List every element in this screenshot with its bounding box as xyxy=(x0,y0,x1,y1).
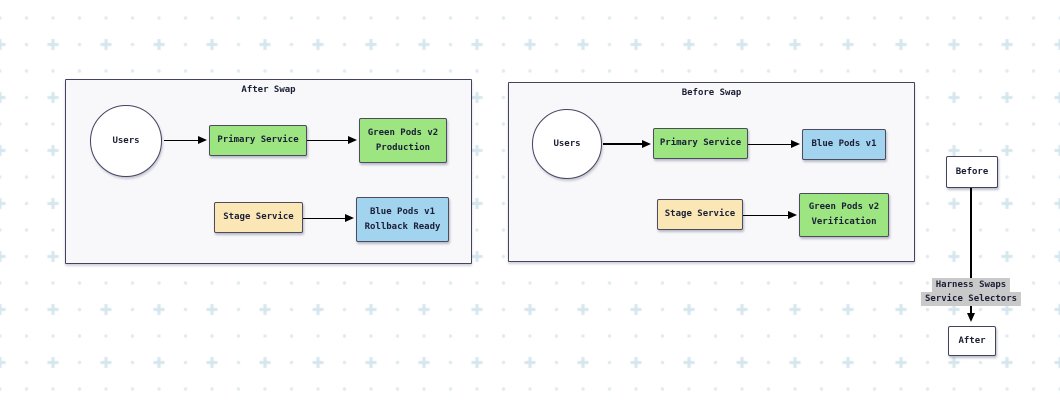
before-users-label: Users xyxy=(553,139,581,149)
edge-label-line2: Service Selectors xyxy=(920,292,1022,306)
after-swap-title: After Swap xyxy=(241,85,296,95)
after-users-label: Users xyxy=(112,136,140,146)
before-state-box: Before xyxy=(946,156,998,188)
before-stage-service-node: Stage Service xyxy=(657,199,743,230)
before-green-pods-node: Green Pods v2 Verification xyxy=(799,193,889,237)
before-swap-title: Before Swap xyxy=(681,88,742,98)
before-blue-pods-node: Blue Pods v1 xyxy=(802,129,886,160)
after-stage-service-node: Stage Service xyxy=(214,202,303,233)
after-blue-pods-node: Blue Pods v1 Rollback Ready xyxy=(356,197,449,242)
edge-label-harness-swaps: Harness Swaps Service Selectors xyxy=(920,278,1022,306)
after-users-node: Users xyxy=(90,105,162,177)
edge-label-line1: Harness Swaps xyxy=(931,278,1011,292)
after-green-pods-node: Green Pods v2 Production xyxy=(359,118,447,163)
after-primary-service-node: Primary Service xyxy=(209,125,307,156)
before-users-node: Users xyxy=(532,109,602,179)
before-primary-service-node: Primary Service xyxy=(653,128,748,159)
after-state-box: After xyxy=(948,326,996,356)
